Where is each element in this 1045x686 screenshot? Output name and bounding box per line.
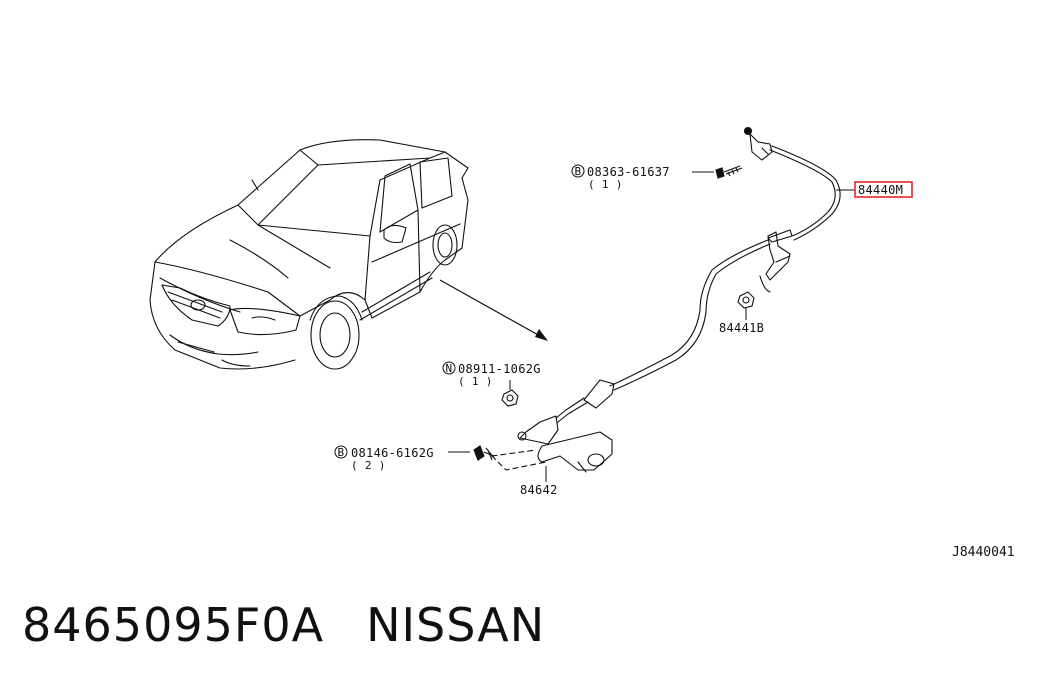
caption-brand: NISSAN (366, 598, 546, 652)
callout-part-nut: 08911-1062G (458, 362, 541, 376)
highlight-box (854, 181, 913, 198)
callout-prefix-bolt-top: B (575, 165, 582, 178)
callout-nut: N 08911-1062G ( 1 ) (442, 361, 541, 388)
pointer-arrow (439, 279, 548, 341)
caption: 8465095F0A NISSAN (22, 598, 545, 652)
callout-prefix-nut: N (446, 362, 453, 375)
part-labels: 84440M 84441B 84642 (520, 181, 913, 497)
cable-assembly (491, 126, 841, 473)
part-label-handle: 84642 (520, 483, 558, 497)
part-label-clip: 84441B (719, 321, 764, 335)
part-label-cable: 84440M (858, 183, 903, 197)
fasteners (473, 165, 755, 461)
callout-part-bolt-bottom: 08146-6162G (351, 446, 434, 460)
callout-qty-nut: ( 1 ) (458, 375, 493, 388)
caption-part-number: 8465095F0A (22, 598, 325, 652)
callout-bolt-top: B 08363-61637 ( 1 ) (571, 164, 670, 191)
callout-qty-bolt-bottom: ( 2 ) (351, 459, 386, 472)
callout-bolt-bottom: B 08146-6162G ( 2 ) (334, 445, 434, 472)
reference-code: J8440041 (952, 545, 1015, 560)
leader-lines (448, 171, 854, 482)
callout-prefix-bolt-bottom: B (338, 446, 345, 459)
car-illustration (149, 139, 469, 370)
callout-qty-bolt-top: ( 1 ) (588, 178, 623, 191)
callout-part-bolt-top: 08363-61637 (587, 165, 670, 179)
